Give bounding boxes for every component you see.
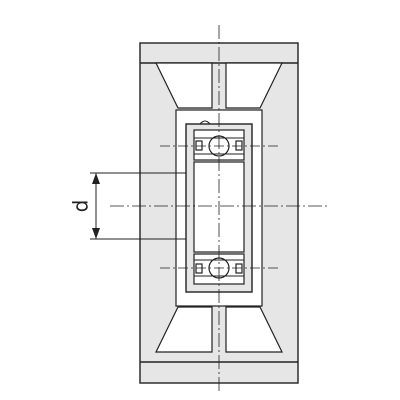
dimension-arrow-top	[92, 173, 100, 184]
lower-left-pocket	[155, 306, 213, 353]
upper-right-pocket	[225, 62, 283, 109]
upper-left-pocket	[155, 62, 213, 109]
lower-seal-left	[195, 263, 203, 274]
upper-seal-right	[235, 140, 243, 151]
dimension-arrow-bottom	[92, 228, 100, 239]
lower-seal-right	[235, 263, 243, 274]
snap-ring-notch	[199, 120, 211, 125]
upper-seal-left	[195, 140, 203, 151]
dimension-label: d	[69, 200, 93, 213]
lower-right-pocket	[225, 306, 283, 353]
